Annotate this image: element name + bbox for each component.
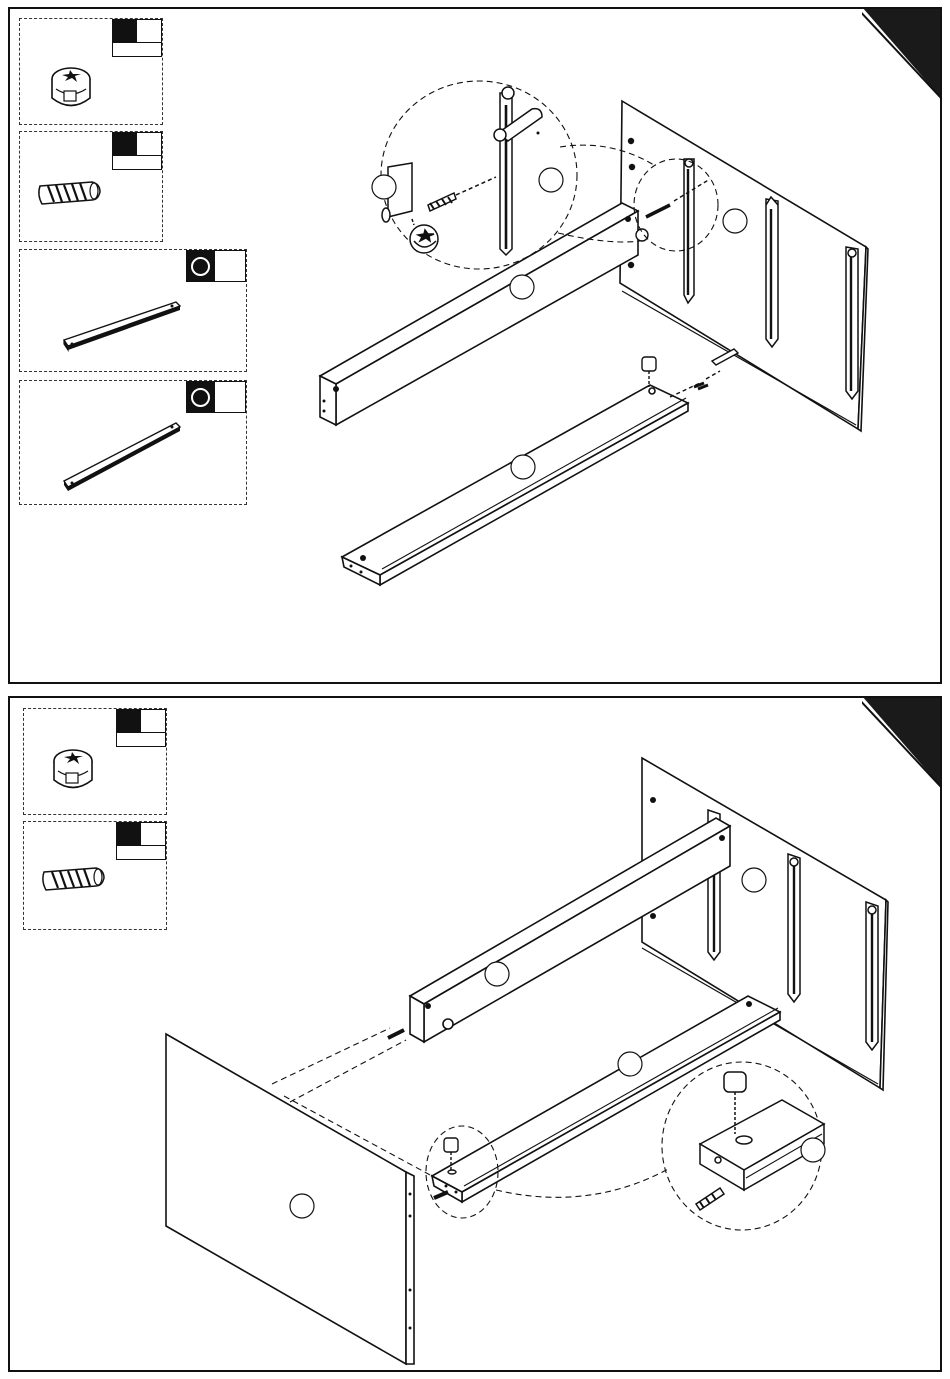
- detail-callout-contents: [372, 87, 563, 255]
- back-panel: [620, 101, 868, 431]
- bottom-rail-panel: [342, 385, 688, 585]
- step-2-panel: [8, 696, 942, 1372]
- side-panel: [166, 1034, 414, 1364]
- step-2-assembly-drawing: [10, 698, 942, 1372]
- detail-callout-contents: [696, 1072, 825, 1210]
- step-1-panel: [8, 7, 942, 684]
- step-1-assembly-drawing: [10, 9, 942, 684]
- top-rail-panel: [320, 203, 638, 425]
